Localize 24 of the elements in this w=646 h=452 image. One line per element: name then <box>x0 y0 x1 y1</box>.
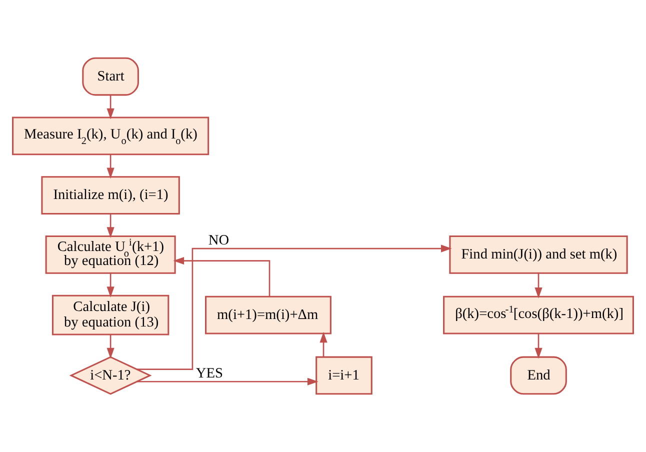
arrow <box>106 273 114 298</box>
node-box: End <box>510 356 567 395</box>
node-box: β(k)=cos$^{-1}$[cos(β(k-1))+m(k)] <box>443 296 634 334</box>
arrow <box>320 332 328 358</box>
node-box: i=i+1 <box>316 356 372 395</box>
node-box: Calculate U$_{o}$$^{i}$(k+1) by equation (12) <box>45 235 176 274</box>
node-box: Measure I$_{2}$(k), U$_{o}$(k) and I$_{o}$(k) <box>12 116 210 156</box>
node-box: Start <box>82 57 139 96</box>
node-box: Calculate J(i) by equation (13) <box>52 294 170 336</box>
arrow <box>106 94 114 120</box>
arrow <box>534 334 542 359</box>
edge-label: YES <box>196 366 223 382</box>
node-box: Initialize m(i), (i=1) <box>41 176 180 214</box>
node-box: Find min(J(i)) and set m(k) <box>449 235 628 274</box>
node-box: m(i+1)=m(i)+Δm <box>205 296 332 334</box>
node-diamond: i<N-1? <box>69 356 152 395</box>
arrow <box>173 257 270 296</box>
arrow <box>106 214 114 238</box>
arrow <box>136 244 452 370</box>
arrow <box>106 334 114 359</box>
arrow <box>106 154 114 179</box>
arrow <box>136 378 318 386</box>
edge-label: NO <box>208 232 230 249</box>
arrow <box>534 273 542 298</box>
